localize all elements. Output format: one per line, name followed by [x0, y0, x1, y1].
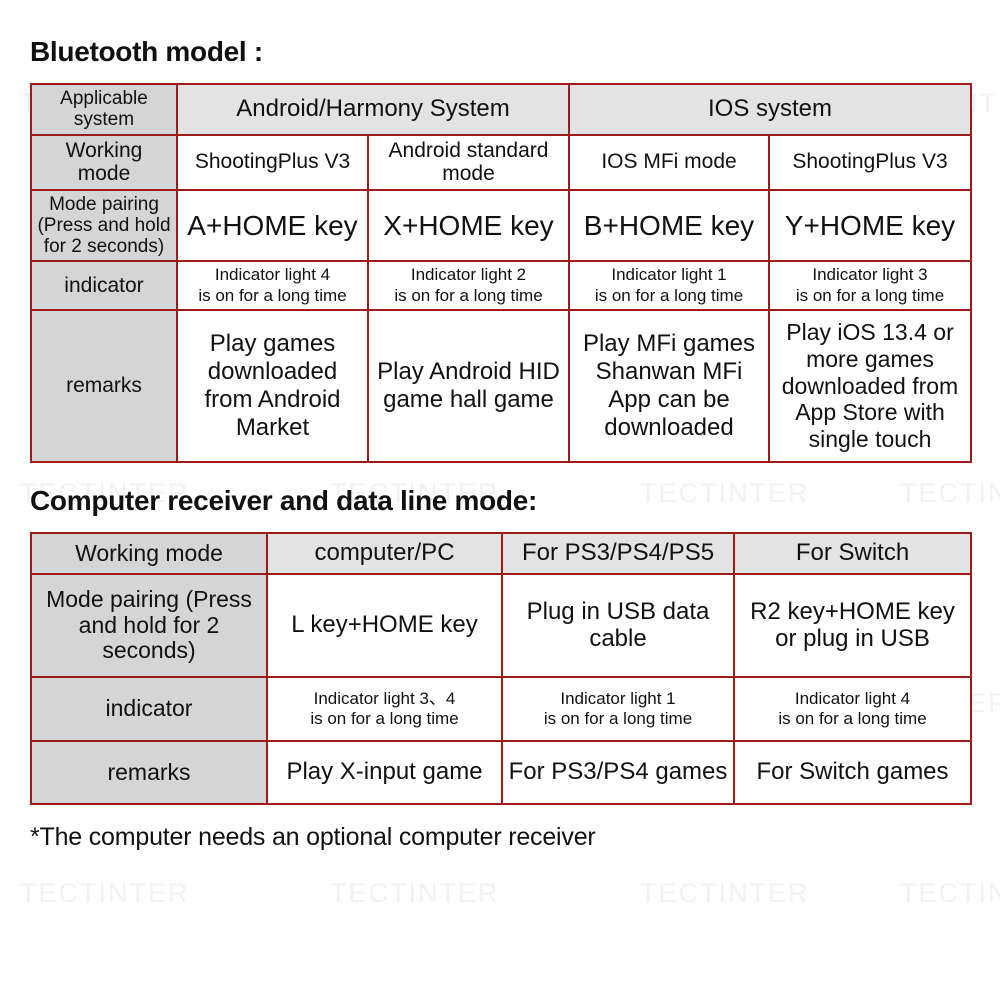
computer-spec-table: Working mode computer/PC For PS3/PS4/PS5…: [30, 532, 972, 806]
indicator-line2: is on for a long time: [594, 285, 744, 305]
cell-remarks-2: For PS3/PS4 games: [501, 740, 735, 806]
cell-remarks-2: Play Android HID game hall game: [367, 309, 570, 464]
table-row-working-mode: Working mode computer/PC For PS3/PS4/PS5…: [30, 532, 972, 576]
table-row-mode-pairing: Mode pairing (Press and hold for 2 secon…: [30, 573, 972, 679]
cell-mode-pairing-3: R2 key+HOME key or plug in USB: [733, 573, 972, 679]
table-row-remarks: remarks Play games downloaded from Andro…: [30, 309, 972, 464]
col-header-switch: For Switch: [733, 532, 972, 576]
row-label-working-mode: Working mode: [30, 532, 268, 576]
indicator-line1: Indicator light 4: [794, 688, 911, 708]
indicator-line2: is on for a long time: [198, 285, 347, 305]
indicator-line2: is on for a long time: [310, 709, 459, 729]
cell-working-mode-3: IOS MFi mode: [568, 133, 770, 191]
col-header-computer-pc: computer/PC: [266, 532, 503, 576]
watermark-text: TECTINTER: [20, 878, 190, 908]
table-row-working-mode: Working mode ShootingPlus V3 Android sta…: [30, 133, 972, 191]
indicator-line1: Indicator light 4: [214, 265, 331, 285]
cell-mode-pairing-4: Y+HOME key: [768, 188, 972, 263]
computer-section-title: Computer receiver and data line mode:: [30, 485, 538, 517]
indicator-line2: is on for a long time: [394, 285, 543, 305]
row-label-remarks: remarks: [30, 309, 178, 464]
watermark-text: TECTINTER: [900, 878, 1000, 908]
table-row-applicable-system: Applicable system Android/Harmony System…: [30, 83, 972, 136]
cell-indicator-4: Indicator light 3 is on for a long time: [768, 260, 972, 312]
indicator-line2: is on for a long time: [778, 709, 927, 729]
indicator-line2: is on for a long time: [795, 285, 945, 305]
cell-working-mode-2: Android standard mode: [367, 133, 570, 191]
table-row-mode-pairing: Mode pairing (Press and hold for 2 secon…: [30, 188, 972, 263]
indicator-line1: Indicator light 1: [611, 265, 727, 285]
row-label-working-mode: Working mode: [30, 133, 178, 191]
col-header-ios: IOS system: [568, 83, 972, 136]
cell-indicator-1: Indicator light 3、4 is on for a long tim…: [266, 676, 503, 743]
page-root: Bluetooth model : Applicable system Andr…: [30, 36, 972, 852]
cell-remarks-3: Play MFi games Shanwan MFi App can be do…: [568, 309, 770, 464]
indicator-line1: Indicator light 2: [410, 265, 527, 285]
watermark-text: TECTINTER: [640, 878, 810, 908]
cell-remarks-1: Play games downloaded from Android Marke…: [176, 309, 369, 464]
cell-indicator-3: Indicator light 4 is on for a long time: [733, 676, 972, 743]
cell-mode-pairing-2: X+HOME key: [367, 188, 570, 263]
footnote-text: *The computer needs an optional computer…: [30, 823, 596, 852]
indicator-line1: Indicator light 1: [560, 688, 676, 708]
col-header-playstation: For PS3/PS4/PS5: [501, 532, 735, 576]
cell-remarks-1: Play X-input game: [266, 740, 503, 806]
indicator-line2: is on for a long time: [543, 709, 693, 729]
col-header-android-harmony: Android/Harmony System: [176, 83, 570, 136]
cell-working-mode-1: ShootingPlus V3: [176, 133, 369, 191]
cell-mode-pairing-3: B+HOME key: [568, 188, 770, 263]
cell-remarks-4: Play iOS 13.4 or more games downloaded f…: [768, 309, 972, 464]
cell-indicator-2: Indicator light 1 is on for a long time: [501, 676, 735, 743]
cell-mode-pairing-2: Plug in USB data cable: [501, 573, 735, 679]
cell-indicator-1: Indicator light 4 is on for a long time: [176, 260, 369, 312]
cell-mode-pairing-1: A+HOME key: [176, 188, 369, 263]
table-row-remarks: remarks Play X-input game For PS3/PS4 ga…: [30, 740, 972, 806]
cell-mode-pairing-1: L key+HOME key: [266, 573, 503, 679]
cell-remarks-3: For Switch games: [733, 740, 972, 806]
bluetooth-section-title: Bluetooth model :: [30, 36, 263, 67]
row-label-indicator: indicator: [30, 676, 268, 743]
cell-indicator-3: Indicator light 1 is on for a long time: [568, 260, 770, 312]
bluetooth-spec-table: Applicable system Android/Harmony System…: [30, 83, 972, 464]
indicator-line1: Indicator light 3、4: [313, 688, 456, 708]
table-row-indicator: indicator Indicator light 3、4 is on for …: [30, 676, 972, 743]
row-label-indicator: indicator: [30, 260, 178, 312]
row-label-remarks: remarks: [30, 740, 268, 806]
cell-indicator-2: Indicator light 2 is on for a long time: [367, 260, 570, 312]
row-label-mode-pairing: Mode pairing (Press and hold for 2 secon…: [30, 188, 178, 263]
indicator-line1: Indicator light 3: [812, 265, 928, 285]
cell-working-mode-4: ShootingPlus V3: [768, 133, 972, 191]
table-row-indicator: indicator Indicator light 4 is on for a …: [30, 260, 972, 312]
watermark-text: TECTINTER: [330, 878, 500, 908]
row-label-applicable-system: Applicable system: [30, 83, 178, 136]
row-label-mode-pairing: Mode pairing (Press and hold for 2 secon…: [30, 573, 268, 679]
